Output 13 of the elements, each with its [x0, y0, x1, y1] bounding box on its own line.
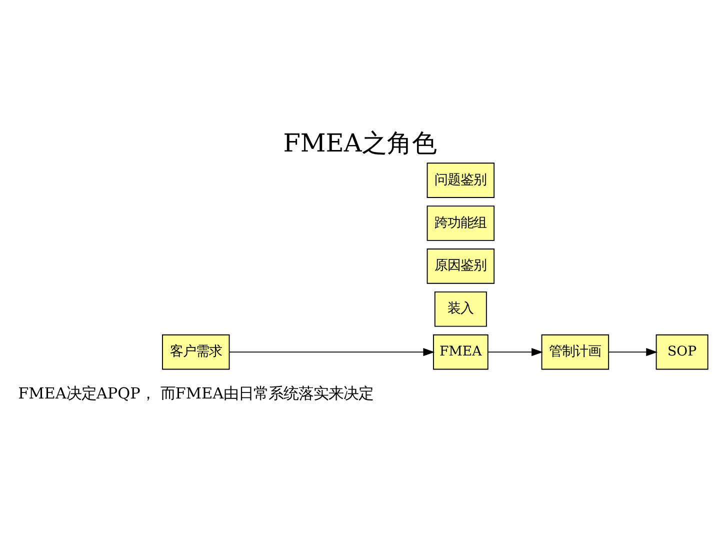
arrow	[488, 348, 543, 356]
node-box: 装入	[434, 291, 487, 327]
node-box: 跨功能组	[426, 206, 495, 241]
node-box: 问题鉴别	[426, 162, 495, 198]
node-box: 客户需求	[162, 334, 230, 370]
diagram-title: FMEA之角色	[283, 128, 437, 158]
node-box: 原因鉴别	[426, 248, 495, 284]
label: FMEA决定APQP， 而FMEA由日常系统落实来决定	[18, 384, 374, 403]
arrow	[608, 348, 658, 356]
arrow	[228, 348, 435, 356]
node-box: FMEA	[433, 334, 488, 370]
node-box: 管制计画	[541, 334, 610, 370]
node-box: SOP	[656, 334, 708, 370]
